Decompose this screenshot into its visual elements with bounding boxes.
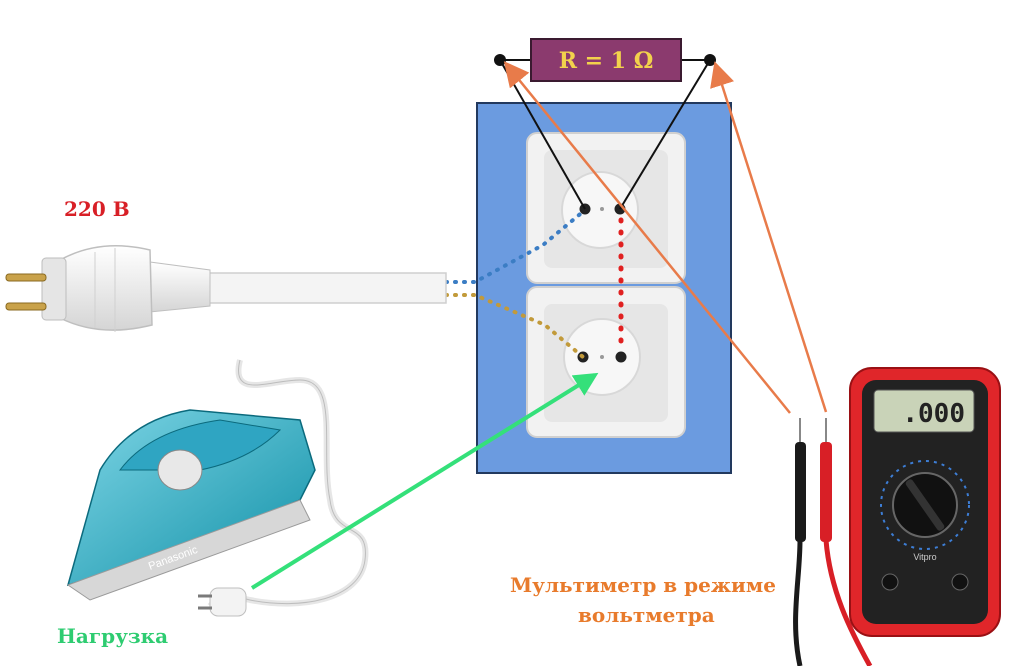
- resistor-wire-right: [619, 59, 711, 210]
- power-cable: [199, 272, 447, 304]
- load-label: Нагрузка: [57, 624, 169, 648]
- probe-red: [820, 418, 873, 666]
- multimeter-jack-v: [951, 573, 969, 591]
- resistor-terminal-left: [494, 54, 506, 66]
- iron-plug: [198, 587, 247, 617]
- load-arrow: [250, 372, 599, 590]
- iron-dial: [157, 449, 203, 491]
- plug-pin-upper: [5, 273, 47, 282]
- multimeter-screen: [873, 389, 975, 433]
- socket-lower: [526, 286, 686, 438]
- iron: Panasonic: [66, 359, 369, 609]
- probe-black: [793, 418, 806, 666]
- multimeter-caption-line2: вольтметра: [578, 603, 715, 627]
- resistor-terminal-right: [704, 54, 716, 66]
- multimeter-jack-com: [881, 573, 899, 591]
- resistor-label: R = 1 Ω: [559, 48, 654, 74]
- probe-arrow-left: [503, 61, 791, 414]
- plug-pin-lower: [5, 302, 47, 311]
- wire-blue-dotted: [444, 208, 587, 284]
- multimeter-display: .000: [902, 399, 965, 429]
- power-plug: [5, 245, 447, 332]
- socket-upper: [526, 132, 686, 284]
- multimeter: .000 Vitpro: [849, 367, 1001, 637]
- multimeter-brand: Vitpro: [913, 552, 936, 562]
- socket-lower-hole-right: [615, 351, 627, 363]
- multimeter-caption-line1: Мультиметр в режиме: [510, 573, 776, 597]
- probe-arrow-right: [710, 61, 828, 413]
- resistor-box: [530, 38, 682, 82]
- voltage-label: 220 В: [64, 197, 130, 221]
